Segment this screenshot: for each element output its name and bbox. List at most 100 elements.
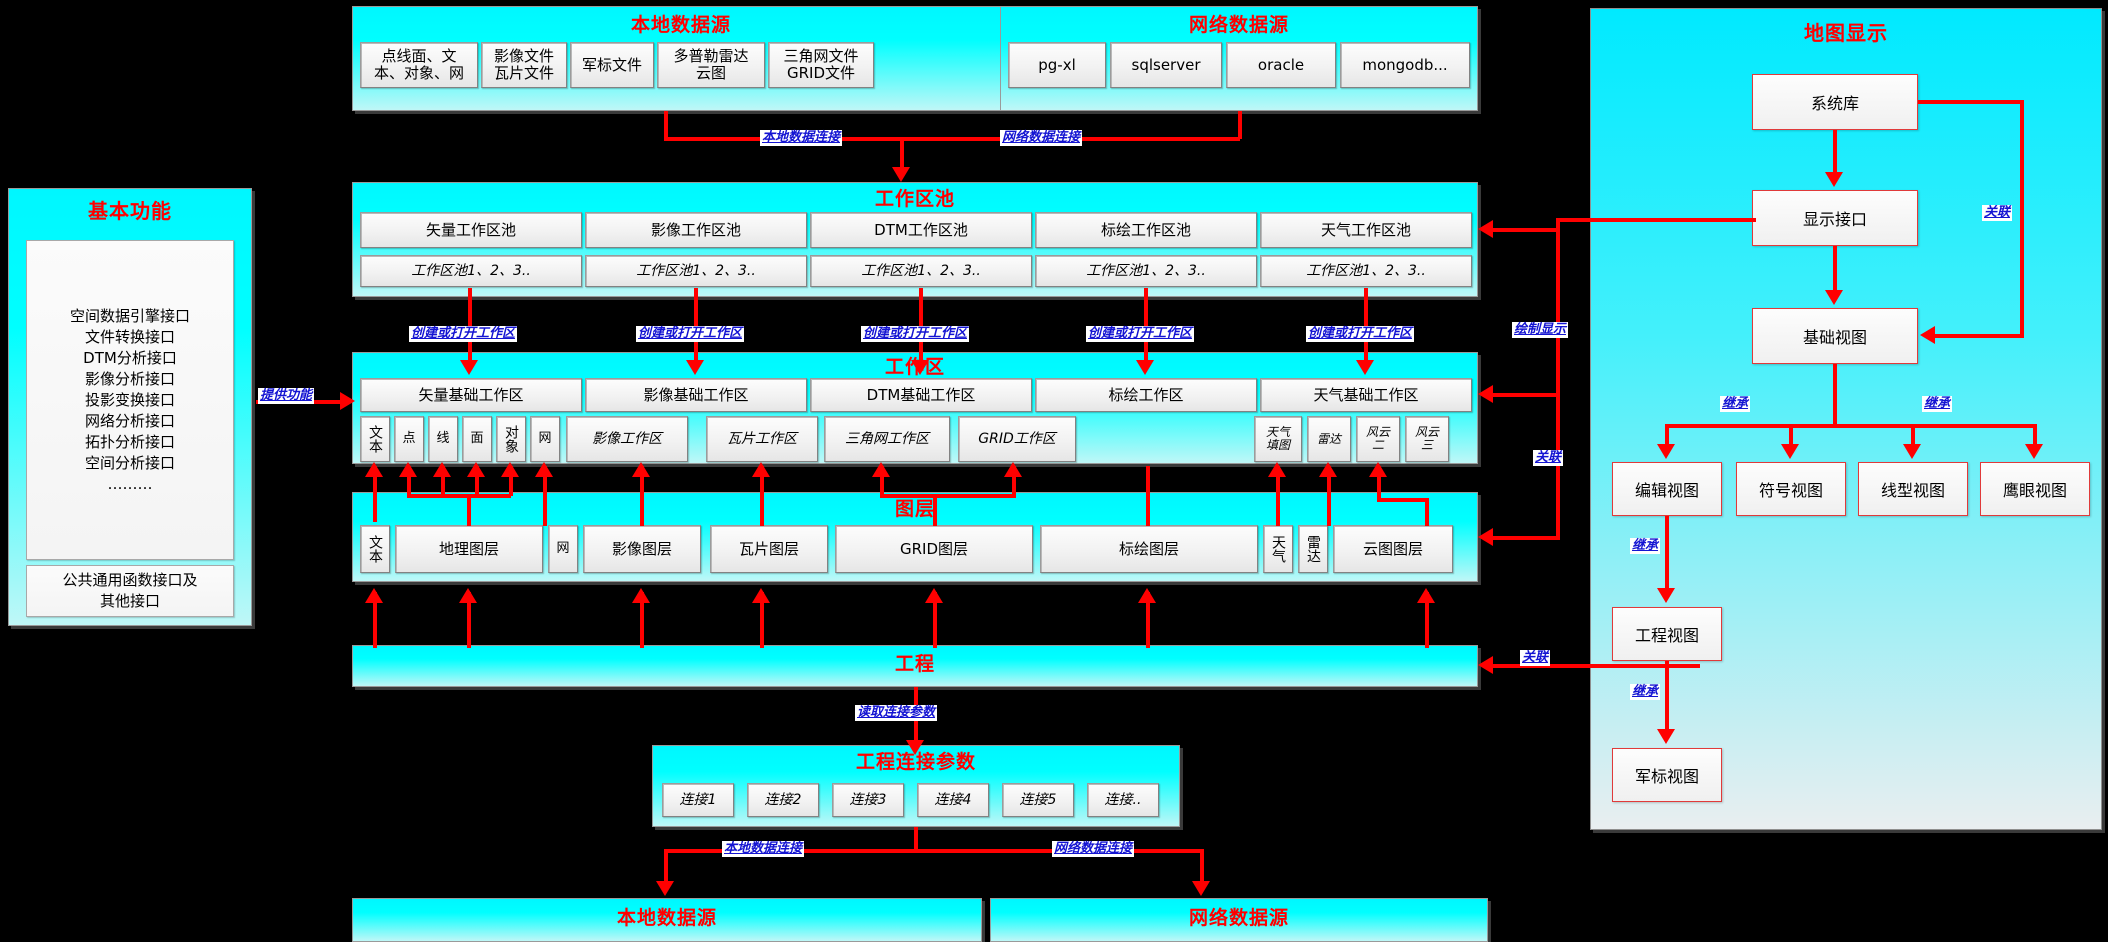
local-source-item-0[interactable]: 点线面、文 本、对象、网 <box>360 42 478 88</box>
layer-item-7[interactable]: 天气 <box>1263 525 1293 573</box>
workspace-image-item-0[interactable]: 影像工作区 <box>566 416 688 462</box>
workspace-pool-sub-1[interactable]: 工作区池1、2、3.. <box>585 255 807 287</box>
edge-ws-layer-2 <box>441 466 445 496</box>
workspace-pool-col-4[interactable]: 天气工作区池 <box>1260 212 1472 248</box>
network-source-item-1[interactable]: sqlserver <box>1110 42 1222 88</box>
project-conn-item-5[interactable]: 连接.. <box>1087 783 1159 817</box>
layer-item-5[interactable]: GRID图层 <box>835 525 1033 573</box>
arrow-ws-layer-2 <box>433 462 451 477</box>
workspace-pool-col-1[interactable]: 影像工作区池 <box>585 212 807 248</box>
local-source-item-2[interactable]: 军标文件 <box>570 42 654 88</box>
edge-base-child-1 <box>1789 424 1793 446</box>
workspace-pool-sub-4[interactable]: 工作区池1、2、3.. <box>1260 255 1472 287</box>
workspace-weather-item-3[interactable]: 风云 三 <box>1405 416 1449 462</box>
layer-item-1[interactable]: 地理图层 <box>395 525 543 573</box>
map-node-eagle-view[interactable]: 鹰眼视图 <box>1980 462 2090 516</box>
network-source-item-3[interactable]: mongodb... <box>1340 42 1470 88</box>
workspace-col-1-label: 影像基础工作区 <box>643 385 749 404</box>
workspace-pool-col-3[interactable]: 标绘工作区池 <box>1035 212 1257 248</box>
arrow-project-to-milmark <box>1657 729 1675 744</box>
interface-item: 空间数据引擎接口 <box>69 306 190 325</box>
workspace-weather-item-1[interactable]: 雷达 <box>1307 416 1351 462</box>
map-node-project-view[interactable]: 工程视图 <box>1612 607 1722 661</box>
network-data-source-bottom-panel: 网络数据源 <box>990 898 1488 942</box>
map-node-display-api[interactable]: 显示接口 <box>1752 190 1918 246</box>
workspace-pool-sub-2[interactable]: 工作区池1、2、3.. <box>810 255 1032 287</box>
workspace-vector-item-5-label: 网 <box>538 431 552 446</box>
edge-ws-layer-5 <box>543 466 547 526</box>
workspace-image-item-1[interactable]: 瓦片工作区 <box>706 416 818 462</box>
workspace-col-0[interactable]: 矢量基础工作区 <box>360 378 582 412</box>
workspace-pool-sub-3-label: 工作区池1、2、3.. <box>1086 262 1206 279</box>
arrow-conn-net <box>1192 881 1210 896</box>
edge-label-create-ws-3: 创建或打开工作区 <box>1086 326 1195 342</box>
workspace-vector-item-5[interactable]: 网 <box>530 416 560 462</box>
edge-ws-layer-6 <box>640 466 644 526</box>
arrow-layer-project-3 <box>752 588 770 603</box>
project-conn-item-3[interactable]: 连接4 <box>917 783 989 817</box>
local-source-item-1-line-1: 瓦片文件 <box>493 64 554 82</box>
edge-ws-layer-10 <box>1146 466 1150 526</box>
workspace-col-3[interactable]: 标绘工作区 <box>1035 378 1257 412</box>
network-data-source-bottom-title: 网络数据源 <box>1188 907 1289 929</box>
edge-layer-project-2 <box>640 592 644 648</box>
workspace-vector-item-3[interactable]: 面 <box>462 416 492 462</box>
layer-item-0[interactable]: 文本 <box>360 525 390 573</box>
project-conn-item-0[interactable]: 连接1 <box>662 783 734 817</box>
layer-item-3[interactable]: 影像图层 <box>583 525 701 573</box>
workspace-col-2[interactable]: DTM基础工作区 <box>810 378 1032 412</box>
layer-item-6[interactable]: 标绘图层 <box>1040 525 1258 573</box>
edge-draw-display-to-layers <box>1490 536 1560 540</box>
map-node-line-view[interactable]: 线型视图 <box>1858 462 1968 516</box>
network-source-item-2[interactable]: oracle <box>1226 42 1336 88</box>
local-source-item-4[interactable]: 三角网文件 GRID文件 <box>768 42 874 88</box>
workspace-vector-item-2[interactable]: 线 <box>428 416 458 462</box>
arrow-api-to-base <box>1825 290 1843 305</box>
map-node-symbol-view[interactable]: 符号视图 <box>1736 462 1846 516</box>
map-node-system-lib[interactable]: 系统库 <box>1752 74 1918 130</box>
layer-item-4[interactable]: 瓦片图层 <box>710 525 828 573</box>
workspace-pool-col-2[interactable]: DTM工作区池 <box>810 212 1032 248</box>
workspace-pool-sub-0-label: 工作区池1、2、3.. <box>411 262 531 279</box>
workspace-pool-sub-3[interactable]: 工作区池1、2、3.. <box>1035 255 1257 287</box>
workspace-dtm-item-0[interactable]: 三角网工作区 <box>824 416 950 462</box>
interface-item: 拓扑分析接口 <box>84 432 175 451</box>
common-interface-line-1: 其他接口 <box>99 592 160 610</box>
arrow-create-ws-2 <box>911 360 929 375</box>
arrow-project-relate <box>1478 656 1493 674</box>
workspace-vector-item-4[interactable]: 对象 <box>496 416 526 462</box>
map-node-base-view[interactable]: 基础视图 <box>1752 308 1918 364</box>
workspace-vector-item-1[interactable]: 点 <box>394 416 424 462</box>
project-conn-item-2[interactable]: 连接3 <box>832 783 904 817</box>
workspace-col-1[interactable]: 影像基础工作区 <box>585 378 807 412</box>
workspace-pool-sub-0[interactable]: 工作区池1、2、3.. <box>360 255 582 287</box>
edge-geo-merge-down <box>467 494 471 526</box>
workspace-col-4[interactable]: 天气基础工作区 <box>1260 378 1472 412</box>
local-source-item-3[interactable]: 多普勒雷达 云图 <box>657 42 765 88</box>
workspace-vector-item-0[interactable]: 文本 <box>360 416 390 462</box>
map-node-display-api-label: 显示接口 <box>1802 210 1867 229</box>
workspace-pool-title: 工作区池 <box>874 188 955 210</box>
edge-label-create-ws-2: 创建或打开工作区 <box>861 326 970 342</box>
map-node-milmark-view[interactable]: 军标视图 <box>1612 748 1722 802</box>
edge-relate-syslib-h <box>1918 100 2024 104</box>
local-source-item-1[interactable]: 影像文件 瓦片文件 <box>481 42 567 88</box>
arrow-base-child-0 <box>1657 444 1675 459</box>
workspace-weather-item-2[interactable]: 风云 二 <box>1356 416 1400 462</box>
network-source-item-0[interactable]: pg-xl <box>1008 42 1106 88</box>
layer-item-2[interactable]: 网 <box>548 525 578 573</box>
network-data-source-title: 网络数据源 <box>1188 14 1289 36</box>
interface-item: 网络分析接口 <box>84 411 175 430</box>
local-source-item-0-line-0: 点线面、文 <box>381 47 457 65</box>
layer-item-0-label: 文本 <box>367 535 383 563</box>
workspace-weather-item-0[interactable]: 天气 填图 <box>1254 416 1302 462</box>
workspace-dtm-item-1[interactable]: GRID工作区 <box>958 416 1076 462</box>
workspace-weather-item-3-line-0: 风云 <box>1414 425 1439 439</box>
layer-item-9[interactable]: 云图图层 <box>1333 525 1453 573</box>
workspace-pool-col-0[interactable]: 矢量工作区池 <box>360 212 582 248</box>
map-node-edit-view[interactable]: 编辑视图 <box>1612 462 1722 516</box>
project-conn-item-1[interactable]: 连接2 <box>747 783 819 817</box>
edge-layer-project-0 <box>373 592 377 648</box>
project-conn-item-4[interactable]: 连接5 <box>1002 783 1074 817</box>
layer-item-8[interactable]: 雷达 <box>1298 525 1328 573</box>
